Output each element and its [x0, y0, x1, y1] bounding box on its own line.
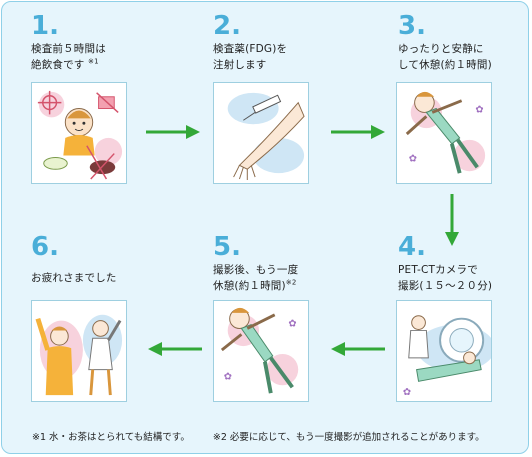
footnote-mark: ※2: [285, 278, 297, 287]
step-number: 6.: [31, 232, 59, 262]
step-number: 1.: [31, 11, 59, 41]
svg-text:✿: ✿: [224, 371, 232, 382]
meal-illustration: [31, 82, 127, 184]
svg-text:✿: ✿: [403, 387, 411, 398]
arrow-left-icon: [331, 342, 385, 356]
arrow-right-icon: [331, 125, 385, 139]
resting-person-illustration: ✿ ✿: [396, 82, 492, 184]
footnote-1: ※1 水・お茶はとられても結構です。: [32, 432, 190, 443]
step-1: 1. 検査前５時間は 絶飲食です ※1: [31, 13, 143, 73]
resting-person-illustration: ✿ ✿: [213, 300, 309, 402]
footnotes: ※1 水・お茶はとられても結構です。 ※2 必要に応じて、もう一度撮影が追加され…: [32, 429, 505, 443]
step-number: 4.: [398, 232, 426, 262]
svg-text:✿: ✿: [409, 153, 417, 164]
step-caption: お疲れさまでした: [31, 272, 117, 284]
step-caption: PET-CTカメラで 撮影(１５～２０分): [398, 264, 493, 292]
arrow-right-icon: [146, 125, 200, 139]
svg-text:✿: ✿: [475, 104, 483, 115]
step-6: 6. お疲れさまでした: [31, 234, 143, 286]
svg-text:✿: ✿: [288, 319, 296, 330]
arrow-left-icon: [148, 342, 202, 356]
step-caption: 検査前５時間は 絶飲食です ※1: [31, 43, 106, 71]
step-2: 2. 検査薬(FDG)を 注射します: [213, 13, 325, 73]
step-number: 3.: [398, 11, 426, 41]
waving-people-illustration: [31, 300, 127, 402]
arrow-down-icon: [445, 194, 459, 246]
step-caption: ゆったりと安静に して休憩(約１時間): [398, 43, 492, 71]
pet-ct-scanner-illustration: ✿: [396, 300, 492, 402]
footnote-2: ※2 必要に応じて、もう一度撮影が追加されることがあります。: [212, 432, 485, 443]
step-number: 2.: [213, 11, 241, 41]
step-caption: 撮影後、もう一度 休憩(約１時間)※2: [213, 264, 299, 292]
footnote-mark: ※1: [88, 57, 99, 66]
injection-illustration: [213, 82, 309, 184]
step-3: 3. ゆったりと安静に して休憩(約１時間): [398, 13, 510, 73]
step-4: 4. PET-CTカメラで 撮影(１５～２０分): [398, 234, 510, 294]
step-5: 5. 撮影後、もう一度 休憩(約１時間)※2: [213, 234, 325, 294]
step-caption: 検査薬(FDG)を 注射します: [213, 43, 288, 71]
step-number: 5.: [213, 232, 241, 262]
